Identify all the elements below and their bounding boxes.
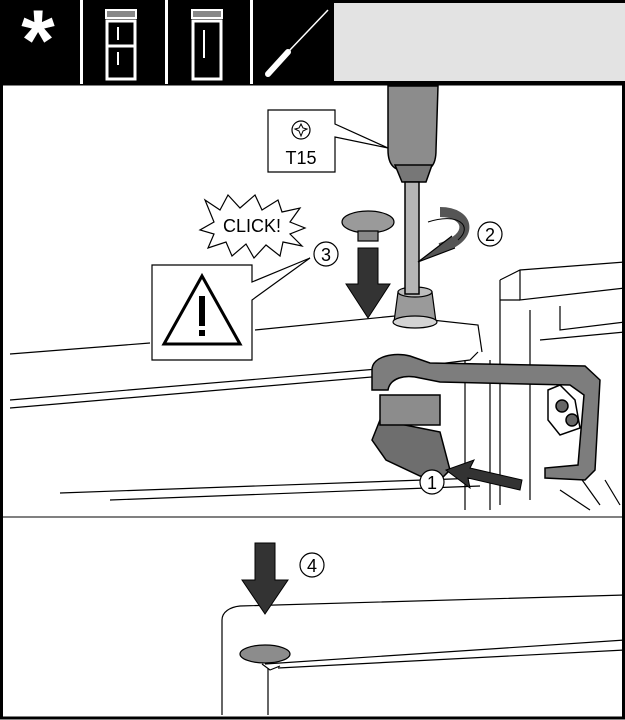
fridge-freezer-icon [105, 9, 137, 81]
torx-icon [291, 120, 311, 140]
header-divider [80, 0, 83, 84]
header-divider [250, 0, 253, 84]
svg-text:3: 3 [321, 245, 331, 265]
step-marker-3: 3 [313, 241, 339, 267]
warning-callout [151, 257, 311, 361]
diagram-frame [0, 84, 625, 720]
lower-appliance-top [221, 594, 625, 715]
rotate-arrow-icon [417, 207, 470, 263]
cabinet-side [464, 261, 625, 511]
tool-size-label: T15 [285, 148, 316, 168]
screwdriver-tool [387, 85, 439, 295]
warning-exclamation [199, 296, 205, 326]
fridge-icon [191, 9, 223, 81]
torx-star [293, 122, 309, 138]
header-grey-panel [334, 3, 625, 81]
warning-icon [161, 272, 243, 346]
svg-text:4: 4 [307, 556, 317, 576]
appliance-top-panel [9, 315, 483, 501]
down-arrow-icon [345, 247, 391, 319]
step-marker-4: 4 [299, 552, 325, 578]
step-marker-1: 1 [419, 469, 445, 495]
click-text: CLICK! [223, 216, 281, 236]
header-bar: * [0, 0, 625, 89]
screwdriver-icon [265, 9, 329, 77]
click-burst: CLICK! [198, 193, 307, 260]
cover-cap-installed [239, 644, 291, 664]
push-arrow-icon [444, 459, 523, 491]
svg-text:1: 1 [427, 473, 437, 493]
installation-diagram: T15 CLICK! 1 2 3 [0, 84, 625, 720]
cover-cap [341, 210, 395, 242]
header-divider [165, 0, 168, 84]
svg-text:2: 2 [485, 225, 495, 245]
cooling-symbol: * [21, 0, 55, 84]
hinge-bracket [371, 353, 601, 481]
header-graphics: * [21, 0, 329, 89]
torx-callout: T15 [267, 109, 389, 173]
step-marker-2: 2 [477, 221, 503, 247]
down-arrow-icon [241, 542, 289, 615]
